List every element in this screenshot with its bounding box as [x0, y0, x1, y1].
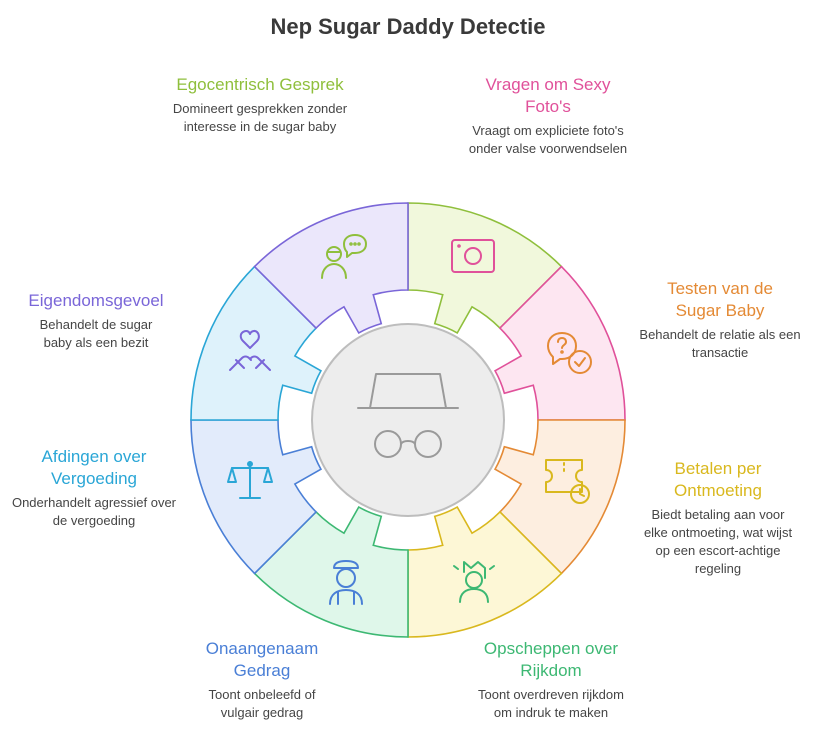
segment-title: Betalen per Ontmoeting	[674, 459, 762, 500]
king-icon	[453, 561, 495, 603]
label-betalen-per-ontmoeting: Betalen per Ontmoeting Biedt betaling aa…	[628, 458, 808, 578]
label-egocentrisch-gesprek: Egocentrisch Gesprek Domineert gesprekke…	[170, 74, 350, 136]
segment-description: Onderhandelt agressief over de vergoedin…	[11, 495, 177, 528]
segment-title: Afdingen over Vergoeding	[41, 447, 147, 488]
label-testen-van-de-sugar-baby: Testen van de Sugar Baby Behandelt de re…	[632, 278, 808, 362]
incognito-icon	[357, 373, 459, 458]
segment-description: Behandelt de sugar baby als een bezit	[39, 317, 153, 350]
wheel-segment	[407, 202, 563, 335]
segment-description: Vraagt om expliciete foto's onder valse …	[468, 123, 628, 156]
label-opscheppen-over-rijkdom: Opscheppen over Rijkdom Toont overdreven…	[466, 638, 636, 722]
segment-description: Toont overdreven rijkdom om indruk te ma…	[478, 687, 624, 720]
chat-person-icon	[321, 234, 367, 279]
segment-title: Onaangenaam Gedrag	[205, 639, 319, 680]
question-chat-icon	[547, 332, 592, 374]
segment-description: Biedt betaling aan voor elke ontmoeting,…	[643, 507, 793, 576]
label-vragen-om-sexy-fotos: Vragen om Sexy Foto's Vraagt om explicie…	[468, 74, 628, 158]
segment-description: Behandelt de relatie als een transactie	[639, 327, 801, 360]
wheel-segment	[253, 202, 409, 335]
wheel-segment	[493, 419, 626, 575]
wheel-segment	[493, 265, 626, 421]
label-onaangenaam-gedrag: Onaangenaam Gedrag Toont onbeleefd of vu…	[182, 638, 342, 722]
wheel-segment	[190, 419, 323, 575]
segment-title: Opscheppen over Rijkdom	[483, 639, 619, 680]
wheel-segment	[253, 505, 409, 638]
segment-title: Vragen om Sexy Foto's	[485, 75, 611, 116]
rude-person-icon	[329, 560, 363, 605]
center-hub	[311, 323, 505, 517]
heart-hands-icon	[229, 329, 271, 371]
scale-icon	[227, 461, 273, 499]
segment-title: Testen van de Sugar Baby	[667, 279, 773, 320]
camera-icon	[451, 239, 495, 273]
segment-description: Toont onbeleefd of vulgair gedrag	[208, 687, 316, 720]
diagram-title: Nep Sugar Daddy Detectie	[270, 14, 546, 39]
label-afdingen-over-vergoeding: Afdingen over Vergoeding Onderhandelt ag…	[8, 446, 180, 530]
segment-description: Domineert gesprekken zonder interesse in…	[172, 101, 348, 134]
segment-title: Egocentrisch Gesprek	[176, 75, 344, 94]
ticket-clock-icon	[545, 459, 590, 504]
label-eigendomsgevoel: Eigendomsgevoel Behandelt de sugar baby …	[8, 290, 184, 352]
segment-title: Eigendomsgevoel	[28, 291, 164, 310]
